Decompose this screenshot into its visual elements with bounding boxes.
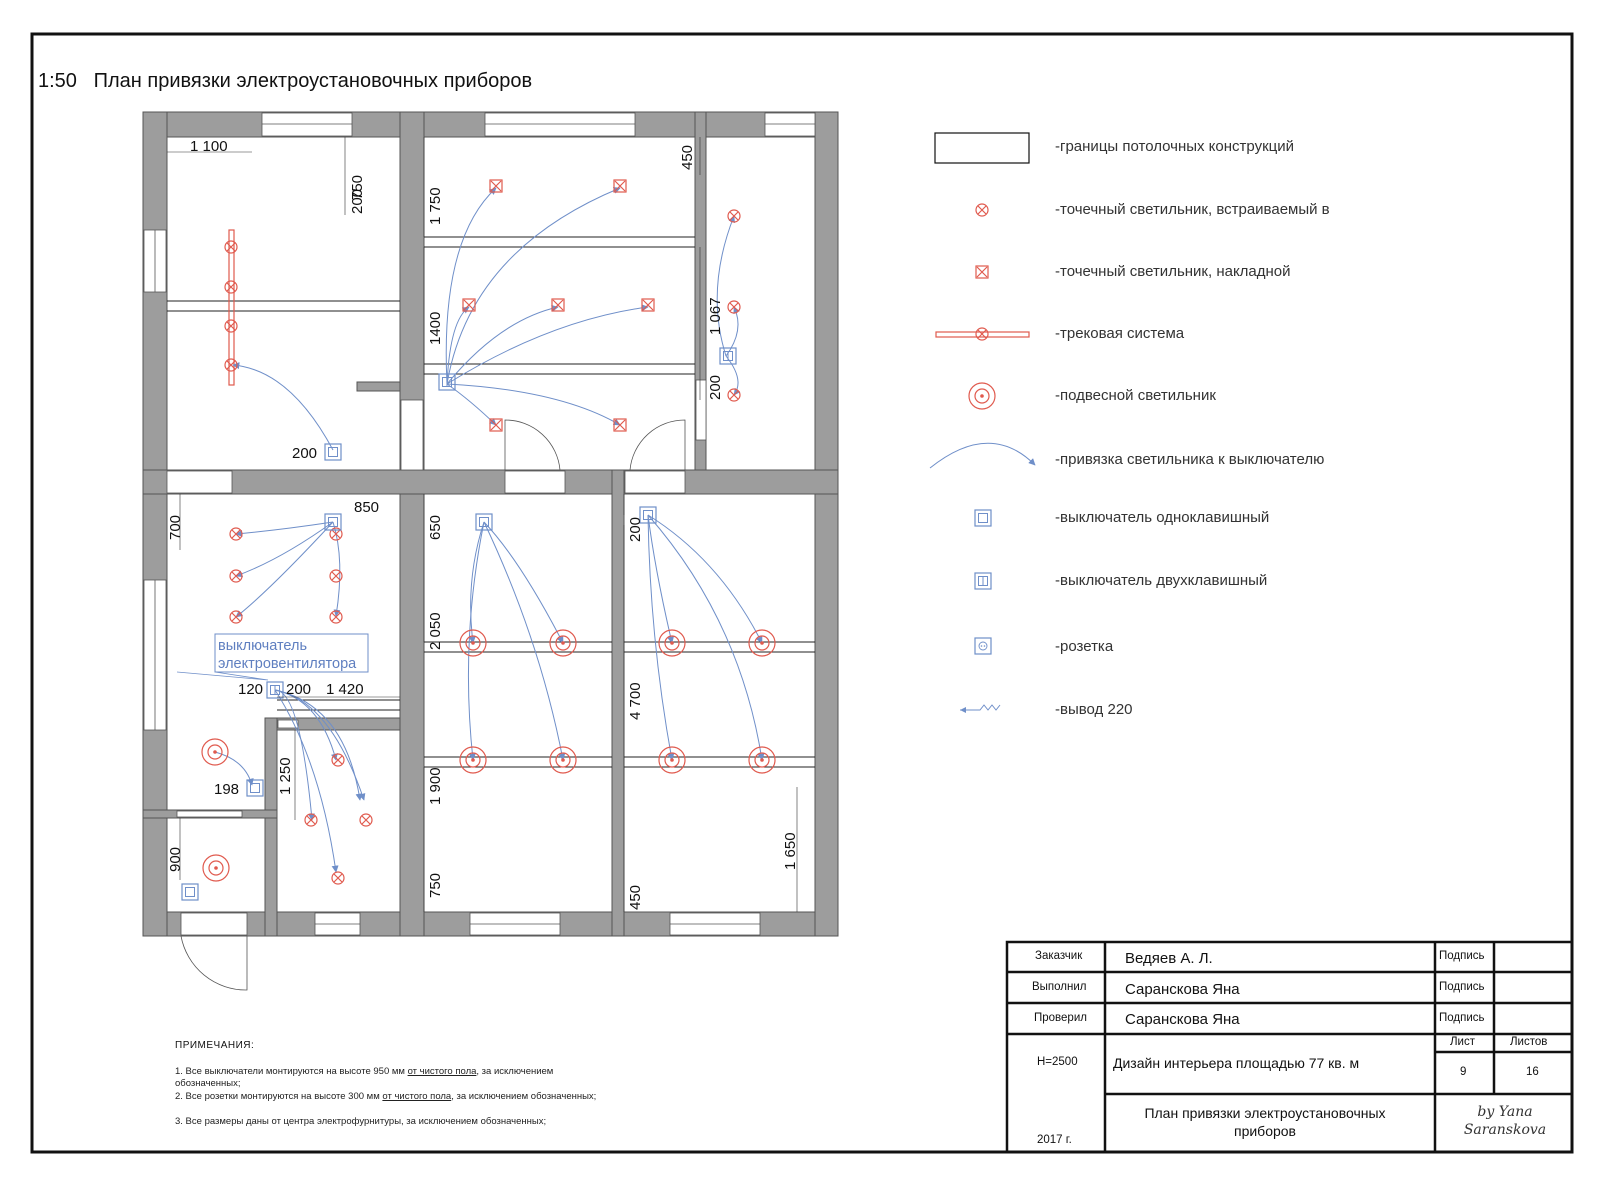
legend-label-link-arrow: -привязка светильника к выключателю — [1055, 451, 1325, 468]
note-1: 1. Все выключатели монтируются на высоте… — [175, 1066, 615, 1090]
sheet-title: План привязки электроустановочных прибор… — [93, 70, 533, 92]
stamp-drawing-line1: План привязки электроустановочных — [1144, 1105, 1386, 1121]
sheet-frame — [30, 32, 1574, 1154]
stamp-done-label: Выполнил — [1032, 981, 1087, 993]
author-signature: by Yana Saranskova — [1440, 1103, 1570, 1139]
stamp-sign-2: Подпись — [1439, 981, 1485, 993]
page-title: 1:50 План привязки электроустановочных п… — [38, 70, 532, 93]
dim-1420: 1 420 — [326, 681, 364, 698]
legend-label-track: -трековая система — [1055, 325, 1185, 342]
legend-label-pendant: -подвесной светильник — [1055, 387, 1216, 404]
dim-1400: 1400 — [427, 312, 444, 345]
stamp-drawing-name: План привязки электроустановочных прибор… — [1115, 1104, 1415, 1140]
track-system — [228, 229, 235, 386]
legend-surface-spot-icon — [975, 265, 989, 279]
note-2-text-a: 2. Все розетки монтируются на высоте 300… — [175, 1091, 383, 1102]
legend-socket-icon — [974, 637, 992, 655]
dim-200e: 200 — [286, 681, 311, 698]
legend-pendant-icon — [968, 382, 996, 410]
stamp-client-label: Заказчик — [1035, 950, 1083, 962]
dim-900: 900 — [167, 847, 184, 872]
dim-2050: 2 050 — [427, 612, 444, 650]
stamp-project: Дизайн интерьера площадью 77 кв. м — [1113, 1055, 1360, 1071]
openings — [143, 112, 816, 936]
note-1-text-c: , за исключением обозначенных; — [175, 1066, 554, 1089]
dim-1900: 1 900 — [427, 767, 444, 805]
legend-label-outlet-220: -вывод 220 — [1055, 701, 1133, 718]
dim-450b: 450 — [627, 885, 644, 910]
dim-750: 750 — [349, 175, 366, 200]
stamp-height: Н=2500 — [1037, 1056, 1078, 1068]
legend-label-recessed-spot: -точечный светильник, встраиваемый в — [1055, 201, 1330, 218]
legend-track-icon — [935, 327, 1030, 341]
stamp-check: Саранскова Яна — [1125, 1011, 1240, 1028]
legend-switch-single-icon — [974, 509, 992, 527]
window-lines — [154, 123, 815, 925]
stamp-sheet-label: Лист — [1450, 1036, 1475, 1048]
legend-label-ceiling-border: -границы потолочных конструкций — [1055, 138, 1294, 155]
stamp-drawing-line2: приборов — [1233, 1123, 1296, 1139]
dim-750b: 750 — [427, 873, 444, 898]
note-2-text-c: , за исключением обозначенных; — [451, 1091, 597, 1102]
note-3: 3. Все размеры даны от центра электрофур… — [175, 1116, 547, 1127]
stamp-sheets-label: Листов — [1510, 1036, 1548, 1048]
dim-850: 850 — [354, 499, 379, 516]
dimension-lines — [167, 137, 798, 912]
legend-recessed-spot-icon — [975, 203, 989, 217]
stamp-sign-1: Подпись — [1439, 950, 1485, 962]
dimension-texts: 1 100 750 200 200 1 750 450 1400 1 067 2… — [167, 138, 799, 910]
dim-4700: 4 700 — [627, 682, 644, 720]
stamp-sign-3: Подпись — [1439, 1012, 1485, 1024]
dim-1650: 1 650 — [782, 832, 799, 870]
legend-label-surface-spot: -точечный светильник, накладной — [1055, 263, 1291, 280]
signature-line2: Saranskova — [1463, 1122, 1547, 1138]
dim-200a: 200 — [349, 189, 366, 214]
dim-1250: 1 250 — [277, 757, 294, 795]
dim-120: 120 — [238, 681, 263, 698]
switch-links — [214, 187, 765, 873]
ceiling-borders — [167, 236, 815, 768]
stamp-client: Ведяев А. Л. — [1125, 950, 1213, 967]
legend-label-switch-double: -выключатель двухклавишный — [1055, 572, 1268, 589]
stamp-sheet-number: 9 — [1460, 1066, 1467, 1078]
dim-450a: 450 — [679, 145, 696, 170]
dim-200b: 200 — [292, 445, 317, 462]
note-2-text-b: от чистого пола — [382, 1091, 452, 1102]
dim-650: 650 — [427, 515, 444, 540]
signature-line1: by Yana — [1477, 1104, 1533, 1120]
stamp-check-label: Проверил — [1034, 1012, 1087, 1024]
legend-label-switch-single: -выключатель одноклавишный — [1055, 509, 1270, 526]
walls — [142, 111, 839, 937]
notes-heading: ПРИМЕЧАНИЯ: — [175, 1040, 255, 1051]
dim-1750: 1 750 — [427, 187, 444, 225]
scale-label: 1:50 — [38, 70, 77, 92]
stamp-done: Саранскова Яна — [1125, 981, 1240, 998]
dim-1067: 1 067 — [707, 297, 724, 335]
dim-198: 198 — [214, 781, 239, 798]
doors — [180, 419, 686, 991]
legend-ceiling-border-icon — [934, 132, 1030, 164]
fan-switch-callout: выключатель электровентилятора — [176, 633, 369, 681]
dim-1100: 1 100 — [190, 138, 228, 155]
note-2: 2. Все розетки монтируются на высоте 300… — [175, 1091, 615, 1103]
legend-link-arrow-icon — [929, 442, 1036, 469]
note-1-text-a: 1. Все выключатели монтируются на высоте… — [175, 1066, 408, 1077]
stamp-sheets-total: 16 — [1526, 1066, 1539, 1078]
legend-label-socket: -розетка — [1055, 638, 1114, 655]
title-block-lines — [1005, 940, 1574, 1154]
legend-switch-double-icon — [974, 572, 992, 590]
callout-line1: выключатель — [218, 638, 307, 654]
legend-symbols — [929, 132, 1036, 713]
dim-200d: 200 — [627, 517, 644, 542]
callout-line2: электровентилятора — [218, 656, 357, 672]
legend-outlet-220-icon — [960, 704, 1001, 713]
dim-200c: 200 — [707, 375, 724, 400]
note-1-text-b: от чистого пола — [407, 1066, 477, 1077]
stamp-year: 2017 г. — [1037, 1134, 1072, 1146]
dim-700: 700 — [167, 515, 184, 540]
